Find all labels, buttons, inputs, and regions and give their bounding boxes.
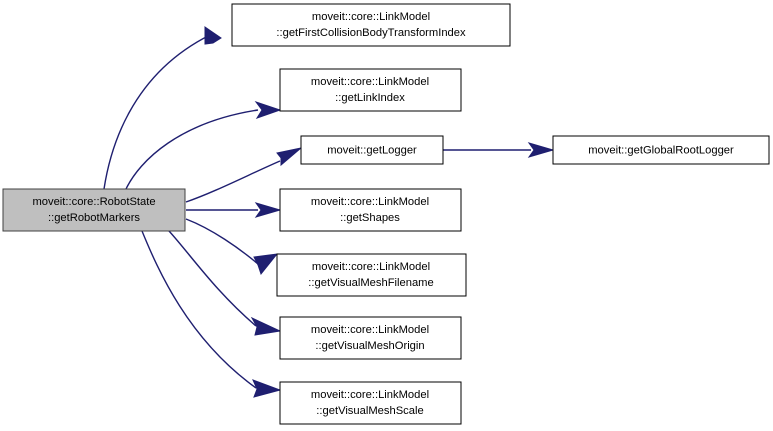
arrowhead-icon xyxy=(254,101,282,119)
node-label-line1: moveit::core::RobotState xyxy=(32,196,155,208)
node-label-line1: moveit::core::LinkModel xyxy=(311,196,429,208)
arrowhead-icon xyxy=(253,253,279,276)
node-label-line1: moveit::core::LinkModel xyxy=(311,324,429,336)
node-getLinkIndex[interactable]: moveit::core::LinkModel ::getLinkIndex xyxy=(279,68,462,112)
arrowhead-icon xyxy=(250,316,282,336)
node-label-line1: moveit::core::LinkModel xyxy=(311,389,429,401)
node-box[interactable] xyxy=(300,135,444,165)
node-label-line2: ::getLinkIndex xyxy=(335,92,405,104)
node-label-line2: ::getVisualMeshOrigin xyxy=(315,340,424,352)
edge-getLogger-to-getGlobalRootLogger xyxy=(443,142,555,158)
edge-path xyxy=(185,160,281,203)
edge-layer xyxy=(103,26,555,398)
edge-path xyxy=(103,34,211,190)
edge-path xyxy=(185,218,259,265)
node-box[interactable] xyxy=(231,3,511,47)
node-getVisualMeshScale[interactable]: moveit::core::LinkModel ::getVisualMeshS… xyxy=(279,381,462,425)
node-box[interactable] xyxy=(279,68,462,112)
edge-getRobotMarkers-to-getFirstCollisionBodyTransformIndex xyxy=(103,26,222,190)
node-getFirstCollisionBodyTransformIndex[interactable]: moveit::core::LinkModel ::getFirstCollis… xyxy=(231,3,511,47)
edge-getRobotMarkers-to-getLogger xyxy=(185,147,302,203)
node-box[interactable] xyxy=(2,188,186,232)
node-label-line1: moveit::core::LinkModel xyxy=(311,76,429,88)
node-box[interactable] xyxy=(279,188,462,232)
node-label-line1: moveit::getGlobalRootLogger xyxy=(588,144,734,156)
node-box[interactable] xyxy=(276,253,467,297)
node-box[interactable] xyxy=(279,316,462,360)
arrowhead-icon xyxy=(254,202,282,218)
node-label-line1: moveit::getLogger xyxy=(327,144,417,156)
node-label-line1: moveit::core::LinkModel xyxy=(312,11,430,23)
edge-getRobotMarkers-to-getVisualMeshOrigin xyxy=(168,230,282,336)
edge-path xyxy=(141,230,257,389)
arrowhead-icon xyxy=(252,379,282,398)
edge-path xyxy=(168,230,257,327)
edge-getRobotMarkers-to-getVisualMeshFilename xyxy=(185,218,279,276)
node-getRobotMarkers[interactable]: moveit::core::RobotState ::getRobotMarke… xyxy=(2,188,186,232)
node-getVisualMeshFilename[interactable]: moveit::core::LinkModel ::getVisualMeshF… xyxy=(276,253,467,297)
edge-getRobotMarkers-to-getLinkIndex xyxy=(125,101,282,190)
node-box[interactable] xyxy=(279,381,462,425)
node-getLogger[interactable]: moveit::getLogger xyxy=(300,135,444,165)
node-label-line1: moveit::core::LinkModel xyxy=(312,261,430,273)
arrowhead-icon xyxy=(204,26,222,45)
node-box[interactable] xyxy=(552,135,770,165)
node-layer: moveit::core::RobotState ::getRobotMarke… xyxy=(2,3,770,425)
arrowhead-icon xyxy=(527,142,555,158)
node-label-line2: ::getVisualMeshFilename xyxy=(308,277,433,289)
node-label-line2: ::getShapes xyxy=(340,212,400,224)
edge-getRobotMarkers-to-getShapes xyxy=(186,202,282,218)
arrowhead-icon xyxy=(276,147,302,167)
node-label-line2: ::getVisualMeshScale xyxy=(316,405,423,417)
node-label-line2: ::getRobotMarkers xyxy=(48,212,140,224)
edge-getRobotMarkers-to-getVisualMeshScale xyxy=(141,230,282,398)
node-getShapes[interactable]: moveit::core::LinkModel ::getShapes xyxy=(279,188,462,232)
node-getGlobalRootLogger[interactable]: moveit::getGlobalRootLogger xyxy=(552,135,770,165)
node-label-line2: ::getFirstCollisionBodyTransformIndex xyxy=(276,27,466,39)
node-getVisualMeshOrigin[interactable]: moveit::core::LinkModel ::getVisualMeshO… xyxy=(279,316,462,360)
edge-path xyxy=(125,109,259,190)
